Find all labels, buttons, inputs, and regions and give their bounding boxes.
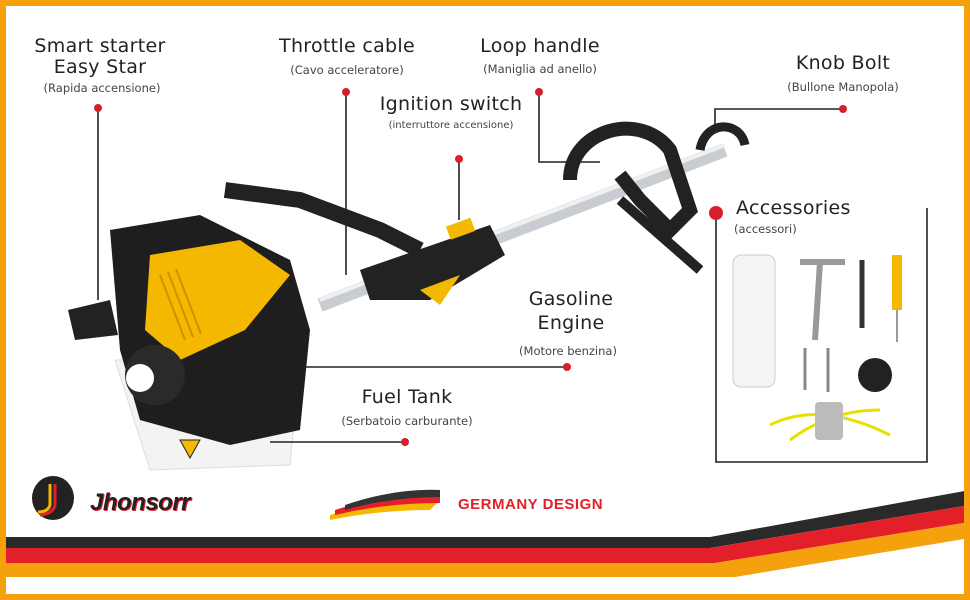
stripe-black bbox=[6, 491, 964, 548]
brand-logo bbox=[32, 476, 440, 520]
smart-starter-sub: (Rapida accensione) bbox=[43, 81, 161, 95]
smart-starter-title-2: Easy Star bbox=[53, 56, 147, 78]
loop-handle-title: Loop handle bbox=[480, 35, 600, 57]
ignition-switch-title: Ignition switch bbox=[379, 93, 523, 115]
accessories-items bbox=[732, 254, 902, 442]
knob-bolt-title: Knob Bolt bbox=[795, 52, 891, 74]
throttle-cable-sub: (Cavo acceleratore) bbox=[290, 63, 404, 77]
gasoline-engine-title: Gasoline bbox=[528, 288, 614, 310]
gasoline-engine-title-2: Engine bbox=[537, 312, 605, 334]
loop-handle-shape bbox=[563, 121, 699, 240]
germany-design-tagline: GERMANY DESIGN bbox=[458, 496, 604, 513]
stripe-red bbox=[6, 505, 964, 563]
fuel-tank-title: Fuel Tank bbox=[361, 386, 453, 408]
throttle-cable-title: Throttle cable bbox=[279, 35, 415, 57]
strap bbox=[223, 182, 424, 258]
stripe-orange bbox=[6, 522, 964, 577]
accessories-title: Accessories bbox=[736, 197, 851, 219]
ignition-switch-sub: (interruttore accensione) bbox=[388, 120, 514, 131]
throttle-grip bbox=[360, 225, 505, 300]
brand-name: Jhonsorr bbox=[90, 489, 191, 516]
gasoline-engine-sub: (Motore benzina) bbox=[519, 344, 617, 358]
smart-starter-title: Smart starter bbox=[34, 35, 166, 57]
knob-bolt-sub: (Bullone Manopola) bbox=[787, 80, 899, 94]
loop-handle-sub: (Maniglia ad anello) bbox=[483, 62, 597, 76]
accessories-sub: (accessori) bbox=[734, 222, 797, 236]
fuel-tank-sub: (Serbatoio carburante) bbox=[341, 414, 473, 428]
